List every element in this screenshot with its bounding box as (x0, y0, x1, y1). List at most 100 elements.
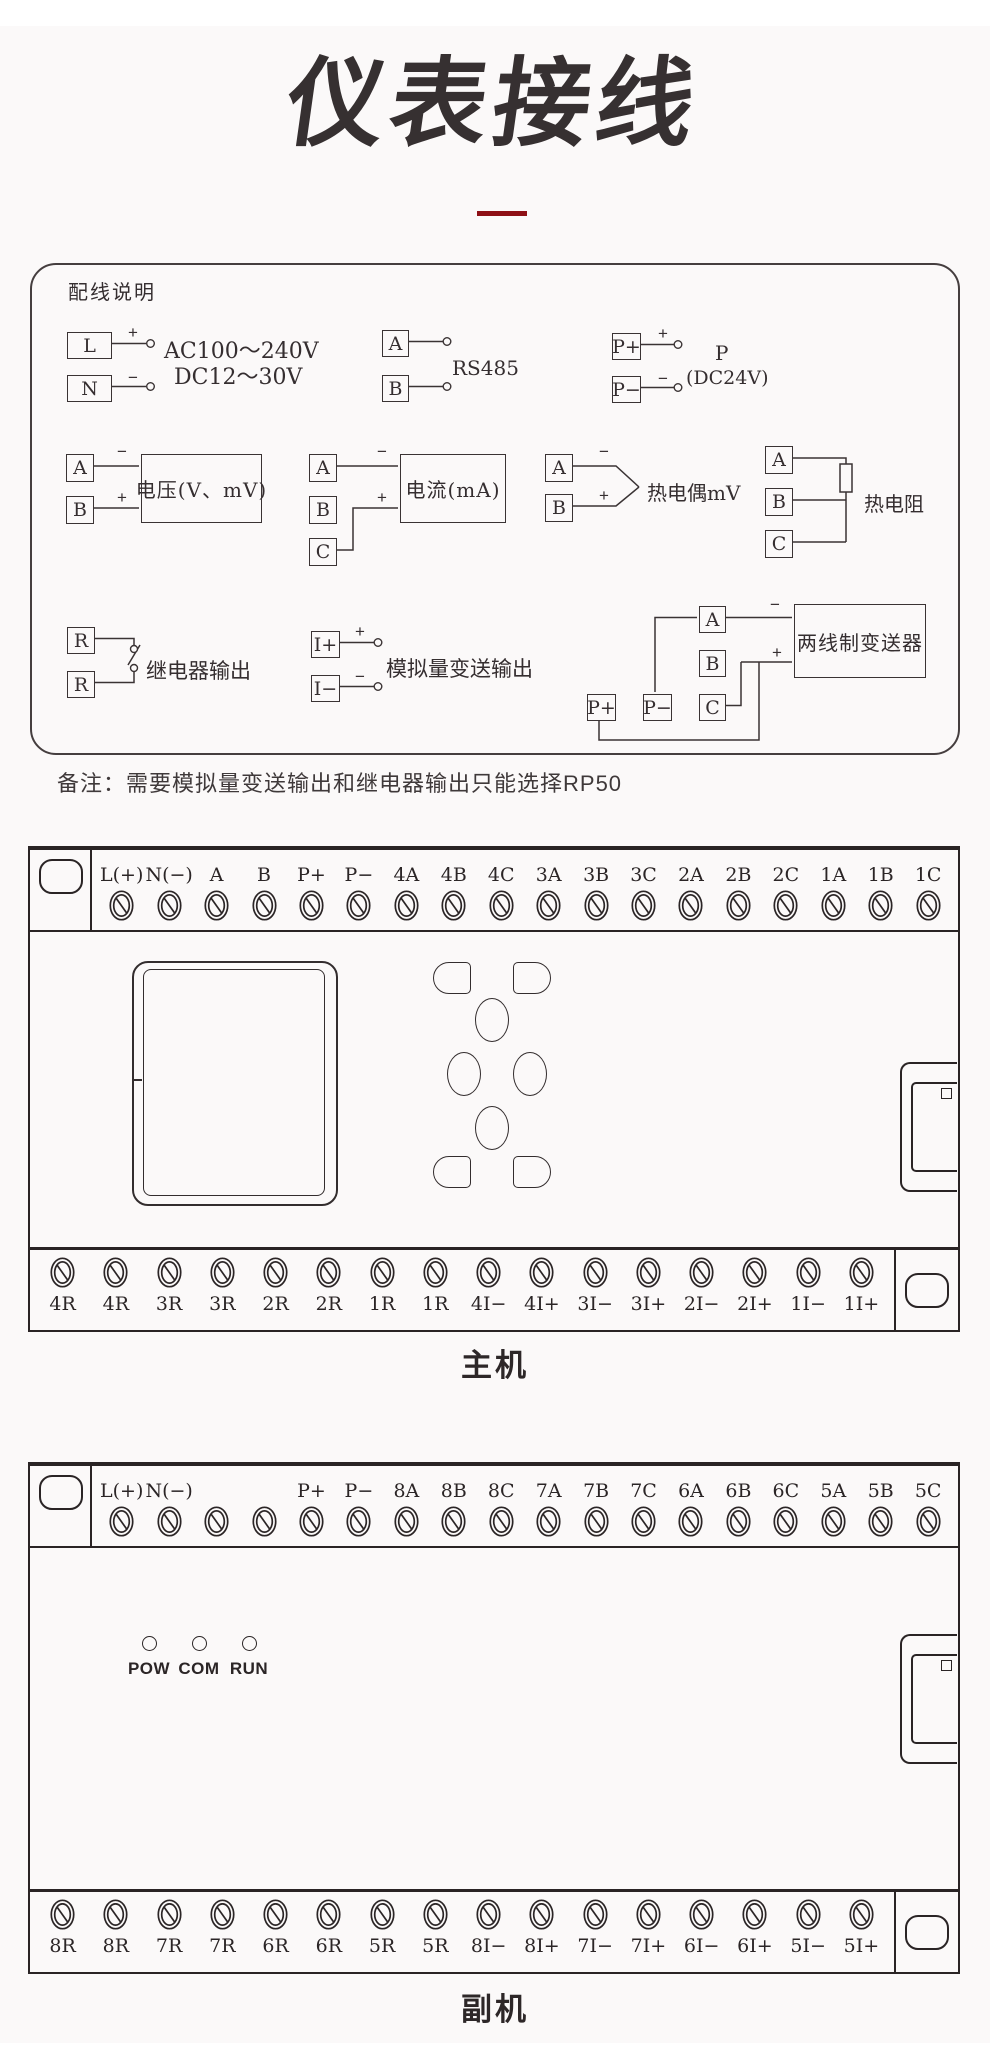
terminal: 8R (36, 1892, 89, 1972)
minus-sign: − (355, 667, 365, 686)
rs485-label: RS485 (452, 356, 519, 380)
terminal: 7R (196, 1892, 249, 1972)
terminal-label: 4I+ (524, 1293, 560, 1315)
terminal: 6A (667, 1466, 714, 1546)
terminal: P− (335, 1466, 382, 1546)
terminal: B (240, 850, 287, 930)
terminal: 1R (356, 1250, 409, 1330)
sub-board: L(+) N(−) (28, 1462, 960, 1974)
terminal-label: 2C (772, 864, 800, 886)
screw-terminal-icon (636, 1899, 661, 1930)
screw-terminal-icon (394, 890, 419, 921)
screw-terminal-icon (742, 1899, 767, 1930)
screw-terminal-icon (796, 1899, 821, 1930)
led-indicator-icon (241, 1636, 257, 1651)
screw-terminal-icon (916, 890, 941, 921)
terminal-label: 3B (583, 864, 610, 886)
terminal: 2I+ (728, 1250, 781, 1330)
terminal-label: 8A (393, 1480, 420, 1502)
screw-terminal-icon (849, 1257, 874, 1288)
terminal-box-P-minus: P− (612, 376, 641, 403)
terminal-box-A: A (66, 454, 94, 482)
terminal-label: 8I+ (524, 1935, 560, 1957)
screw-terminal-icon (103, 1899, 128, 1930)
terminal: 1C (904, 850, 951, 930)
terminal-box-P-plus: P+ (587, 694, 616, 721)
screw-terminal-icon (536, 890, 561, 921)
terminal-box-B: B (699, 650, 726, 677)
terminal-label: 5I− (790, 1935, 826, 1957)
terminal-label: 6I+ (737, 1935, 773, 1957)
screw-terminal-icon (583, 1257, 608, 1288)
terminal-box-C: C (765, 530, 793, 558)
terminal-label: 7B (583, 1480, 610, 1502)
terminal: 8R (89, 1892, 142, 1972)
terminal: L(+) (98, 850, 145, 930)
terminal-label: 5C (914, 1480, 942, 1502)
main-top-terminal-strip: L(+) N(−) (30, 850, 958, 932)
terminal: P− (335, 850, 382, 930)
sub-bottom-terminals: 8R 8R (30, 1892, 894, 1972)
status-led: RUN (224, 1636, 274, 1679)
top-white-bar (0, 0, 990, 26)
terminal: 8B (430, 1466, 477, 1546)
terminal: 3R (143, 1250, 196, 1330)
keypad-down-button[interactable] (475, 1106, 509, 1150)
terminal-label: L(+) (100, 1480, 144, 1502)
screw-terminal-icon (157, 1899, 182, 1930)
terminal: 2B (715, 850, 762, 930)
terminal: 3B (572, 850, 619, 930)
terminal: 3C (620, 850, 667, 930)
terminal: 5R (409, 1892, 462, 1972)
terminal-label: 6R (262, 1935, 289, 1957)
terminal: 1A (810, 850, 857, 930)
terminal-box-A: A (545, 454, 573, 482)
keypad-corner-button[interactable] (513, 1156, 551, 1188)
keypad-corner-button[interactable] (433, 962, 471, 994)
screw-terminal-icon (441, 890, 466, 921)
terminal-label: 2B (725, 864, 752, 886)
terminal-box-A: A (382, 330, 409, 357)
terminal: 5A (810, 1466, 857, 1546)
screw-terminal-icon (529, 1257, 554, 1288)
terminal-label: B (257, 864, 272, 886)
keypad-corner-button[interactable] (433, 1156, 471, 1188)
keypad-left-button[interactable] (447, 1052, 481, 1096)
terminal: 2R (249, 1250, 302, 1330)
terminal-label: 4I− (470, 1293, 507, 1315)
screw-terminal-icon (489, 890, 514, 921)
terminal: 3I− (569, 1250, 622, 1330)
terminal-box-A: A (765, 446, 793, 474)
terminal-label: 1A (820, 864, 847, 886)
side-connector (900, 1062, 957, 1192)
keypad-corner-button[interactable] (513, 962, 551, 994)
terminal-label: 8I− (470, 1935, 507, 1957)
screw-terminal-icon (251, 1506, 277, 1537)
led-indicator-icon (191, 1636, 207, 1651)
terminal-label: 2A (678, 864, 704, 886)
terminal-label: 1B (867, 864, 894, 886)
terminal: 2R (302, 1250, 355, 1330)
terminal: A (193, 850, 240, 930)
screw-terminal-icon (529, 1899, 554, 1930)
terminal: 8C (478, 1466, 525, 1546)
keypad-right-button[interactable] (513, 1052, 547, 1096)
terminal: 7I− (569, 1892, 622, 1972)
screw-terminal-icon (742, 1257, 767, 1288)
voltage-device-box: 电压(V、mV) (136, 454, 266, 523)
terminal: 4R (36, 1250, 89, 1330)
minus-sign: − (770, 595, 780, 614)
keypad-up-button[interactable] (475, 998, 509, 1042)
screw-terminal-icon (346, 1506, 371, 1537)
screw-terminal-icon (157, 890, 182, 921)
terminal-label: 4B (440, 864, 467, 886)
screw-terminal-icon (631, 890, 656, 921)
screw-terminal-icon (476, 1257, 501, 1288)
power-rating-ac: AC100～240V (164, 339, 319, 364)
sub-top-terminal-strip: L(+) N(−) (30, 1466, 958, 1548)
screw-terminal-icon (50, 1257, 75, 1288)
terminal: 8I+ (515, 1892, 568, 1972)
screw-terminal-icon (773, 1506, 798, 1537)
corner-cell (30, 1466, 92, 1546)
p24-label: P (715, 341, 729, 365)
